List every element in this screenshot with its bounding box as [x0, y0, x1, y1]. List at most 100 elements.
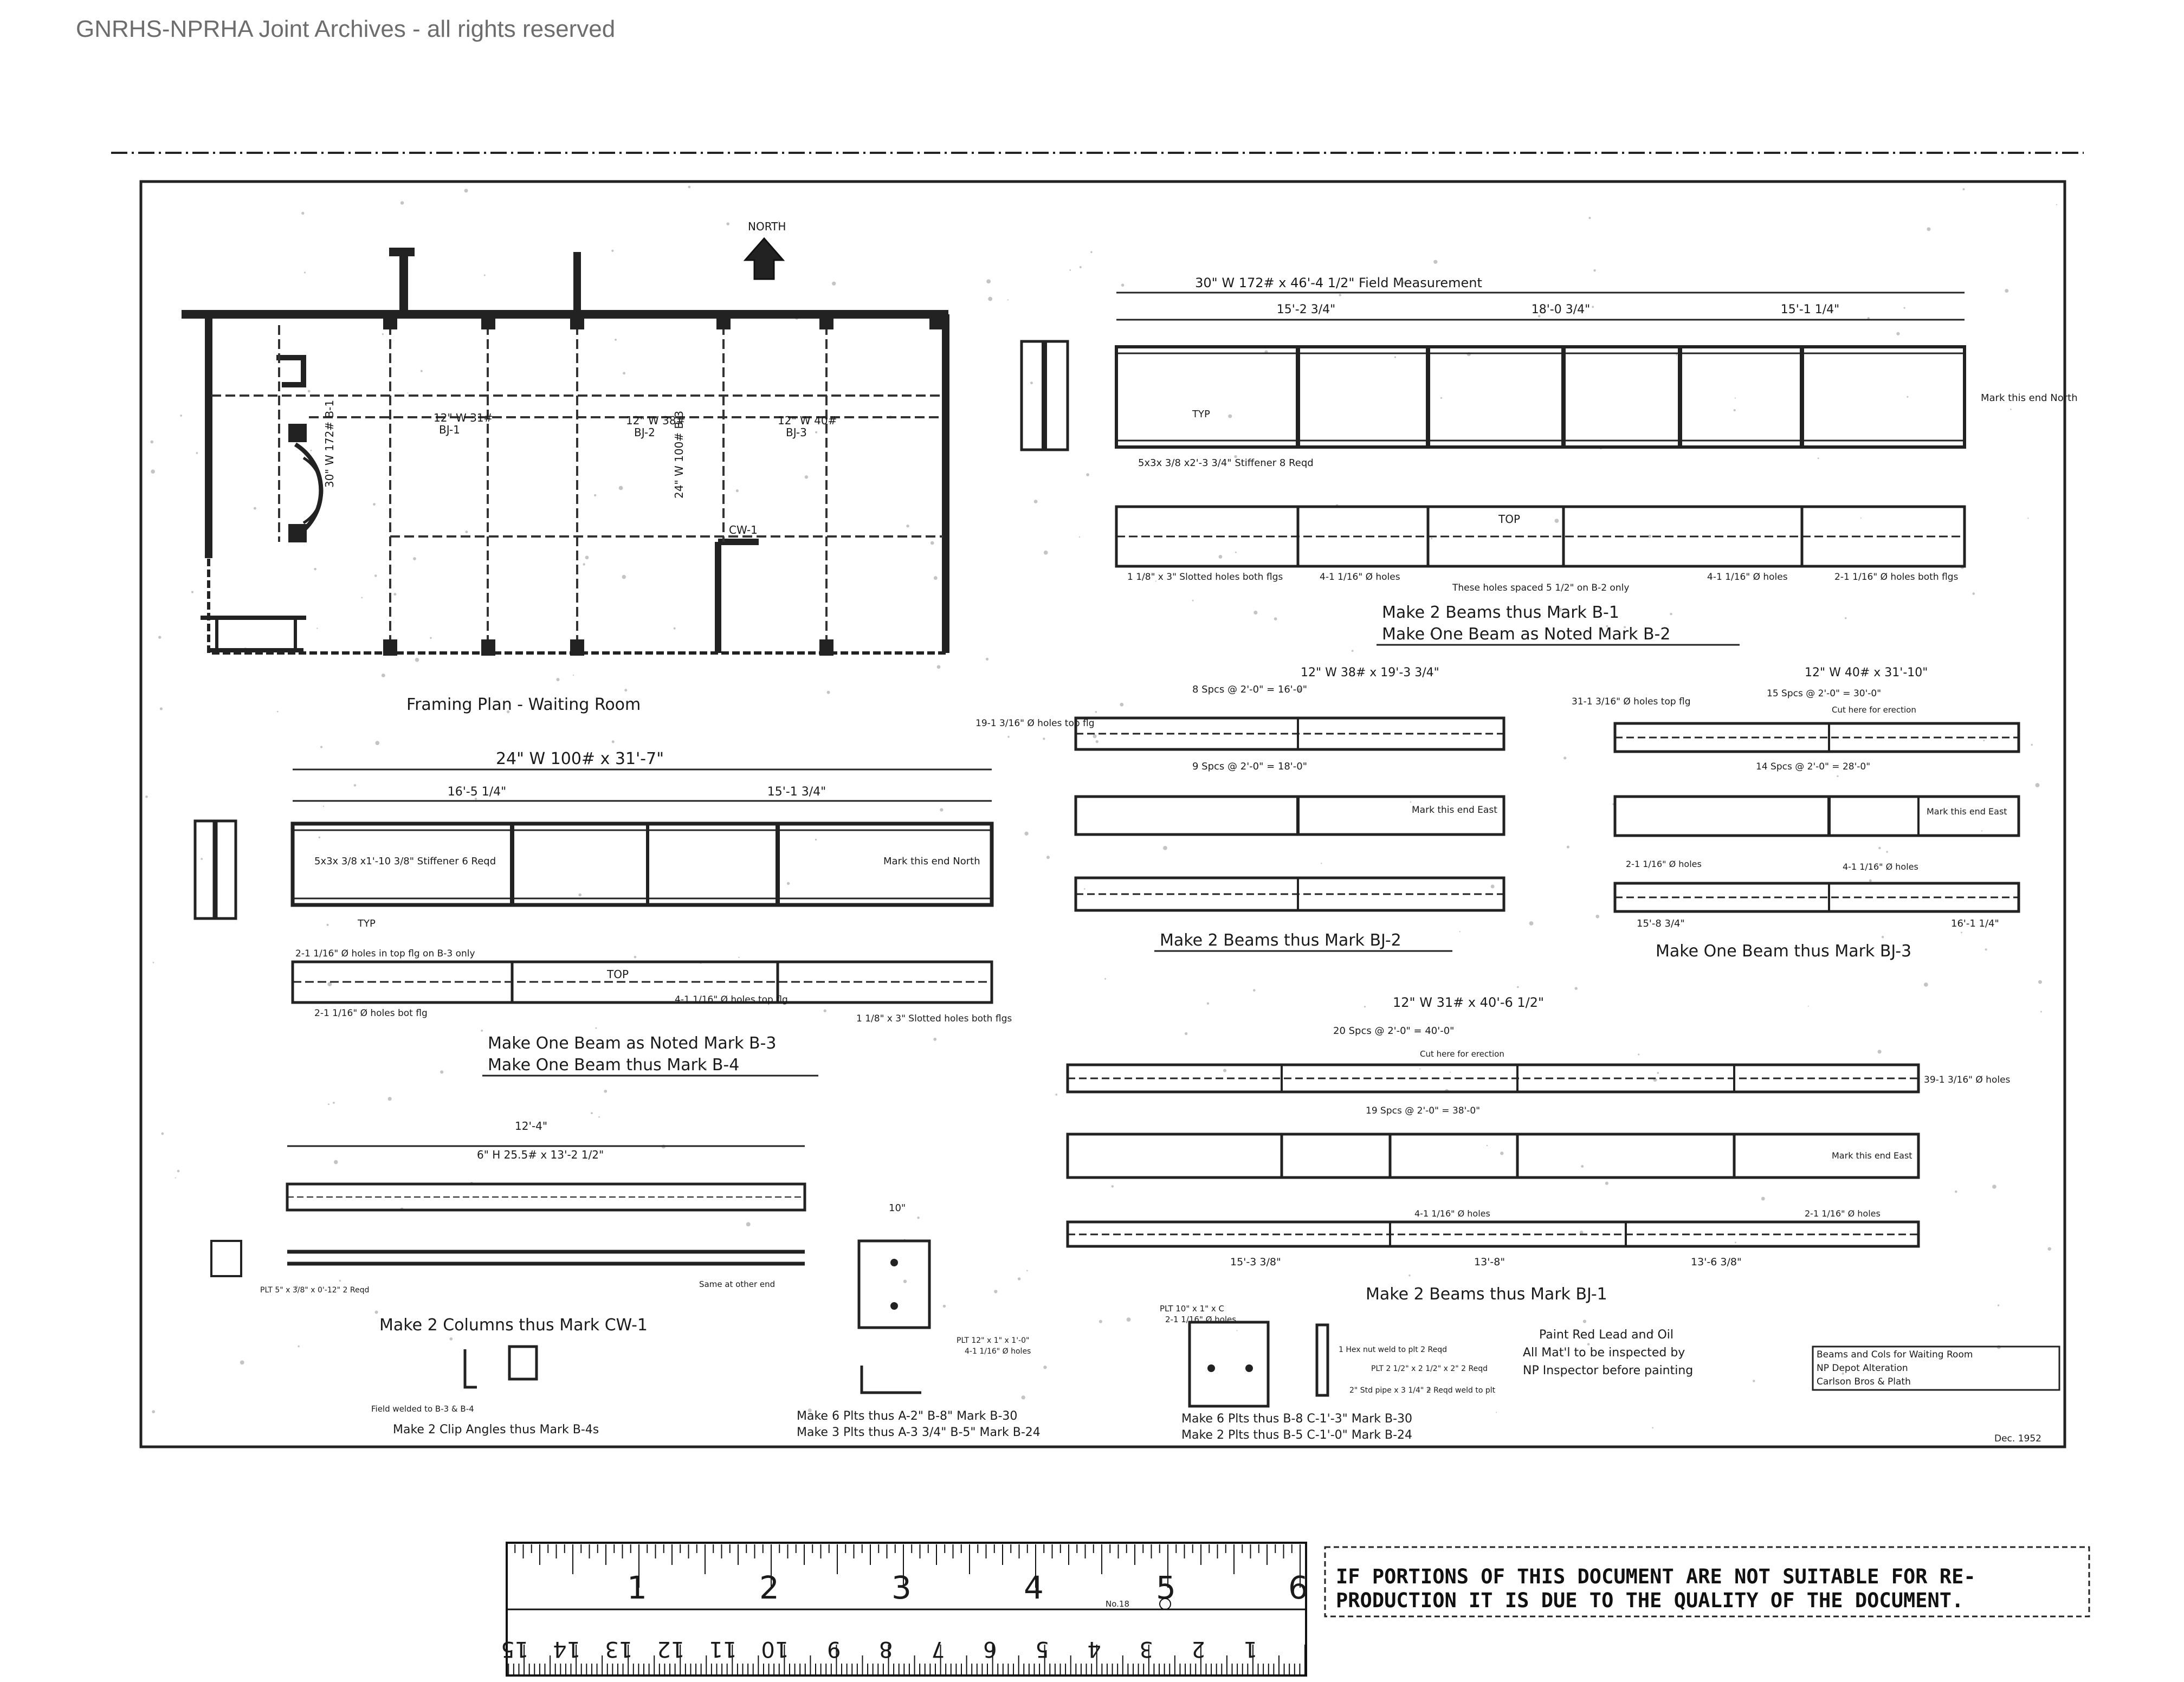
scan-speck	[1253, 989, 1256, 992]
scan-speck	[1093, 734, 1097, 739]
ruler-inch-label: 2	[759, 1569, 779, 1606]
scan-speck	[1024, 831, 1029, 836]
scan-speck	[320, 746, 323, 748]
b3-mark-end: Mark this end North	[883, 856, 980, 867]
b3-dim-2: 15'-1 3/4"	[767, 785, 826, 799]
scan-speck	[177, 1169, 180, 1173]
scan-speck	[1733, 409, 1736, 412]
scan-speck	[1532, 586, 1534, 588]
bj2-holes: 19-1 3/16" Ø holes top flg	[975, 718, 1095, 729]
bj3-dim-1: 15'-8 3/4"	[1637, 918, 1685, 929]
scan-speck	[1449, 1071, 1451, 1073]
bj3-mark-end: Mark this end East	[1927, 806, 2007, 817]
scan-speck	[778, 221, 780, 222]
bj1-header: 12" W 31# x 40'-6 1/2"	[1393, 995, 1544, 1010]
scan-speck	[1104, 978, 1106, 980]
scan-speck	[1206, 1002, 1210, 1005]
scan-speck	[240, 1360, 244, 1365]
scan-speck	[622, 574, 626, 579]
b1-holes-c: 2-1 1/16" Ø holes both flgs	[1834, 572, 1959, 583]
b3-typ: TYP	[357, 918, 376, 929]
scan-speck	[1403, 281, 1406, 284]
ruler-cm-label: 15	[501, 1636, 528, 1661]
scan-speck	[1798, 738, 1800, 740]
scan-speck	[1007, 299, 1009, 301]
scan-speck	[704, 1067, 707, 1070]
scan-speck	[400, 201, 404, 205]
scan-speck	[1554, 519, 1559, 523]
archive-watermark: GNRHS-NPRHA Joint Archives - all rights …	[76, 16, 615, 42]
scan-speck	[1896, 332, 1900, 335]
plates-b-caption-2: Make 2 Plts thus B-5 C-1'-0" Mark B-24	[1181, 1428, 1412, 1442]
b1-header: 30" W 172# x 46'-4 1/2" Field Measuremen…	[1195, 275, 1482, 290]
scan-speck	[1043, 550, 1048, 555]
scan-speck	[373, 503, 376, 506]
scan-speck	[1972, 592, 1975, 595]
scan-speck	[310, 449, 312, 451]
b3-caption: Make One Beam as Noted Mark B-3	[488, 1034, 777, 1053]
scan-speck	[301, 211, 305, 215]
beam-bj3-drawing: 12" W 40# x 31'-10" 15 Spcs @ 2'-0" = 30…	[1572, 666, 2020, 961]
scan-speck	[1648, 534, 1651, 538]
scan-speck	[318, 836, 321, 839]
scan-speck	[940, 808, 944, 812]
scan-speck	[1043, 1366, 1047, 1369]
scan-speck	[1997, 1304, 2000, 1306]
scan-speck	[152, 961, 154, 963]
scan-speck	[933, 576, 938, 580]
scan-speck	[1033, 500, 1038, 503]
scan-speck	[994, 1290, 998, 1293]
bj1-holes: 39-1 3/16" Ø holes	[1924, 1075, 2011, 1085]
scan-speck	[327, 982, 332, 987]
scan-speck	[1735, 1241, 1736, 1244]
scan-speck	[474, 797, 477, 800]
b2-caption: Make One Beam as Noted Mark B-2	[1382, 625, 1671, 644]
plates-b-plate: PLT 10" x 1" x C	[1160, 1304, 1224, 1314]
disclaimer-line-2: PRODUCTION IT IS DUE TO THE QUALITY OF T…	[1336, 1589, 1963, 1612]
b3-slotted-holes: 1 1/8" x 3" Slotted holes both flgs	[856, 1013, 1012, 1024]
scan-speck	[1923, 982, 1928, 987]
note-paint: Paint Red Lead and Oil	[1539, 1328, 1673, 1342]
drawing-border	[111, 152, 2084, 1448]
scan-speck	[298, 1345, 300, 1348]
b3-stiffener-note: 5x3x 3/8 x1'-10 3/8" Stiffener 6 Reqd	[314, 856, 496, 867]
scan-speck	[180, 415, 183, 417]
scan-speck	[1605, 1181, 1608, 1185]
scan-speck	[1026, 1270, 1028, 1272]
b1-mark-end: Mark this end North	[1981, 392, 2078, 404]
scan-speck	[832, 281, 836, 286]
scan-speck	[374, 1310, 378, 1314]
scan-speck	[339, 1279, 341, 1282]
scan-speck	[304, 271, 306, 274]
bj3-holes-a: 2-1 1/16" Ø holes	[1626, 859, 1702, 869]
bj3-header: 12" W 40# x 31'-10"	[1805, 666, 1928, 680]
scan-speck	[1298, 688, 1302, 692]
bj1-dim-2: 13'-8"	[1474, 1256, 1505, 1268]
scan-speck	[1593, 269, 1596, 272]
scan-speck	[326, 923, 329, 926]
ruler-cm-label: 7	[931, 1636, 945, 1661]
scan-speck	[634, 955, 637, 959]
scan-speck	[1430, 632, 1434, 636]
b3-holes-top: 2-1 1/16" Ø holes in top flg on B-3 only	[295, 948, 475, 959]
scan-speck	[440, 1070, 444, 1074]
scan-speck	[1867, 316, 1870, 320]
bj3-spacing-2: 14 Spcs @ 2'-0" = 28'-0"	[1756, 761, 1870, 772]
scan-speck	[1069, 269, 1071, 271]
scan-speck	[353, 784, 357, 787]
scan-speck	[1043, 738, 1045, 740]
scan-speck	[327, 1103, 329, 1105]
bj1-dim-1: 15'-3 3/8"	[1230, 1256, 1281, 1268]
framing-plan-title: Framing Plan - Waiting Room	[406, 695, 641, 714]
scan-noise	[145, 185, 2058, 1429]
ruler-inch-label: 4	[1024, 1569, 1044, 1606]
ruler-cm-label: 5	[1035, 1636, 1049, 1661]
b1-holes-a: 4-1 1/16" Ø holes	[1320, 572, 1400, 583]
plates-a-plate: PLT 12" x 1" x 1'-0"	[957, 1336, 1029, 1345]
ruler-cm-label: 14	[553, 1636, 580, 1661]
scan-speck	[196, 452, 198, 454]
scan-speck	[1558, 607, 1562, 612]
